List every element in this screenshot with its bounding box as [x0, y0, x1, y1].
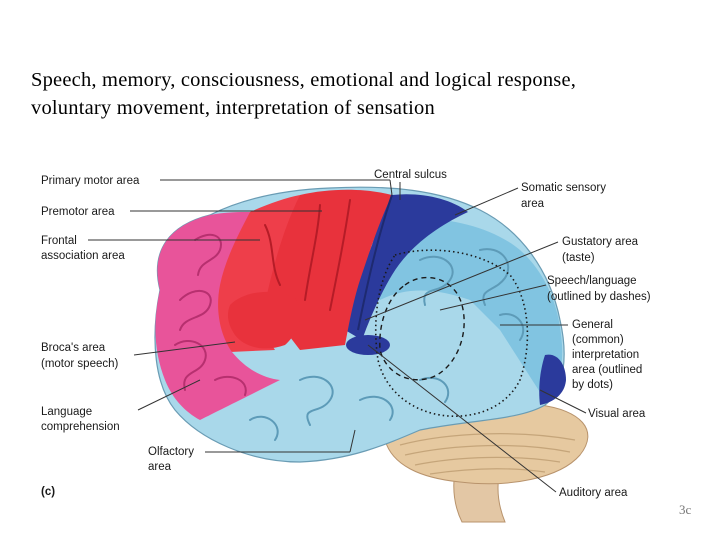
- label-broca-1: Broca's area: [41, 342, 106, 354]
- label-speech-1: Speech/language: [547, 275, 637, 287]
- label-premotor: Premotor area: [41, 206, 115, 218]
- label-language-2: comprehension: [41, 421, 120, 433]
- label-gustatory-1: Gustatory area: [562, 236, 639, 248]
- label-auditory: Auditory area: [559, 487, 628, 499]
- frontal-gyri: [174, 233, 247, 396]
- label-olfactory-2: area: [148, 461, 172, 473]
- label-olfactory-1: Olfactory: [148, 446, 194, 458]
- label-visual: Visual area: [588, 408, 646, 420]
- leader-lines-right: [364, 182, 587, 493]
- label-general-5: by dots): [572, 379, 613, 391]
- somatic-sensory-region: [345, 194, 468, 340]
- leader-lines-left: [88, 179, 393, 453]
- speech-language-outline: [379, 276, 465, 381]
- label-broca-2: (motor speech): [41, 358, 119, 370]
- parietal-region: [379, 218, 563, 400]
- slide-caption: Speech, memory, consciousness, emotional…: [31, 66, 701, 122]
- label-primary-motor: Primary motor area: [41, 175, 140, 187]
- central-sulcus-line: [357, 194, 393, 331]
- motor-gyri: [264, 199, 351, 311]
- brocas-region: [227, 291, 301, 349]
- cerebellum-folia: [399, 433, 576, 475]
- visual-region: [539, 354, 566, 405]
- label-speech-2: (outlined by dashes): [547, 291, 651, 303]
- caption-line-1: Speech, memory, consciousness, emotional…: [31, 69, 577, 91]
- corner-mark: 3c: [679, 502, 692, 517]
- label-frontal-1: Frontal: [41, 235, 77, 247]
- label-general-3: interpretation: [572, 349, 639, 361]
- label-frontal-2: association area: [41, 250, 125, 262]
- label-general-2: (common): [572, 334, 624, 346]
- label-central-sulcus: Central sulcus: [374, 169, 447, 181]
- label-gustatory-2: (taste): [562, 252, 595, 264]
- label-somatic-2: area: [521, 198, 545, 210]
- general-interpretation-outline: [374, 249, 529, 418]
- label-somatic-1: Somatic sensory: [521, 182, 606, 194]
- label-general-1: General: [572, 319, 613, 331]
- caption-line-2: voluntary movement, interpretation of se…: [31, 97, 435, 119]
- figure-label: (c): [41, 486, 55, 498]
- label-general-4: area (outlined: [572, 364, 642, 376]
- label-language-1: Language: [41, 406, 92, 418]
- frontal-association-region: [155, 212, 280, 420]
